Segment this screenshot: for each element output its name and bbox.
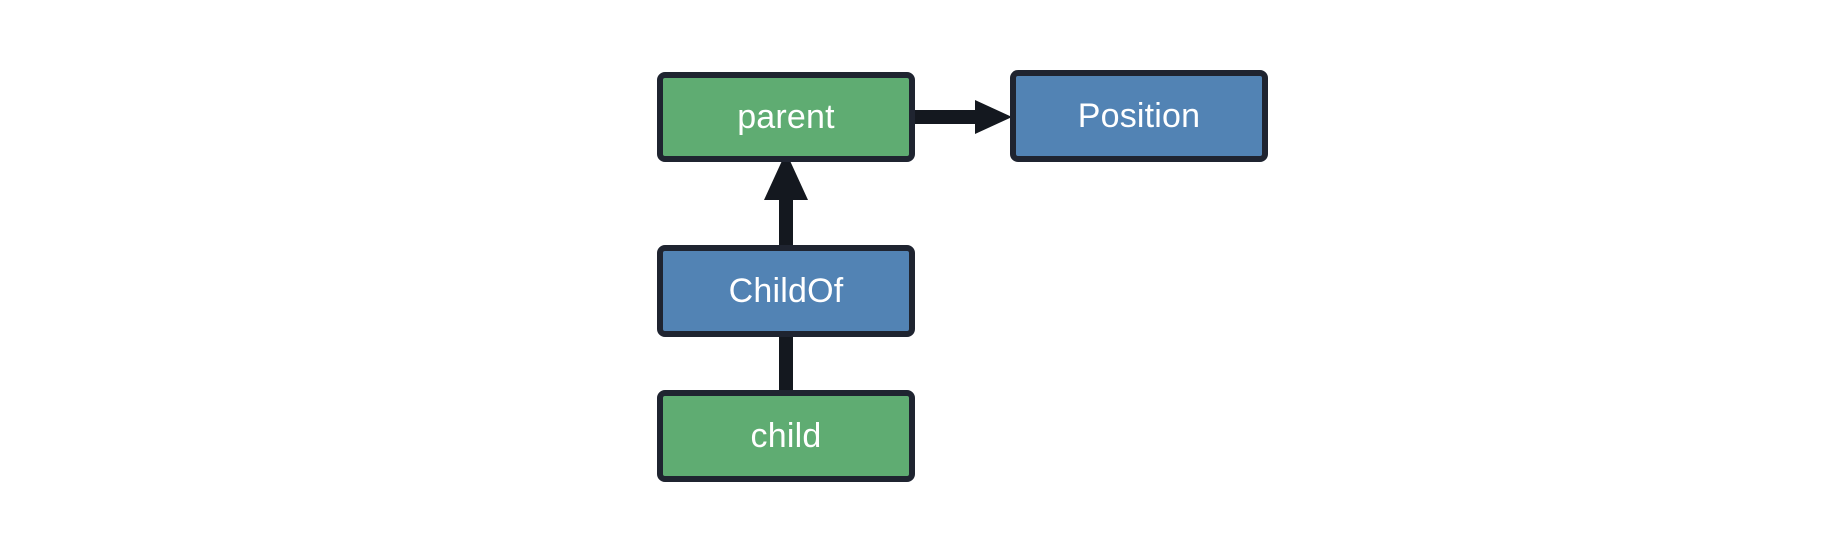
node-childof-label: ChildOf: [728, 272, 844, 310]
node-position[interactable]: Position: [1010, 70, 1268, 162]
node-parent-label: parent: [737, 98, 835, 136]
node-position-label: Position: [1077, 97, 1201, 135]
edge-childof-to-parent: [764, 152, 808, 246]
node-child-label: child: [750, 417, 822, 455]
edge-child-to-childof: [779, 334, 793, 392]
edge-parent-to-position: [915, 100, 1012, 134]
node-parent[interactable]: parent: [657, 72, 915, 162]
node-child[interactable]: child: [657, 390, 915, 482]
node-childof[interactable]: ChildOf: [657, 245, 915, 337]
